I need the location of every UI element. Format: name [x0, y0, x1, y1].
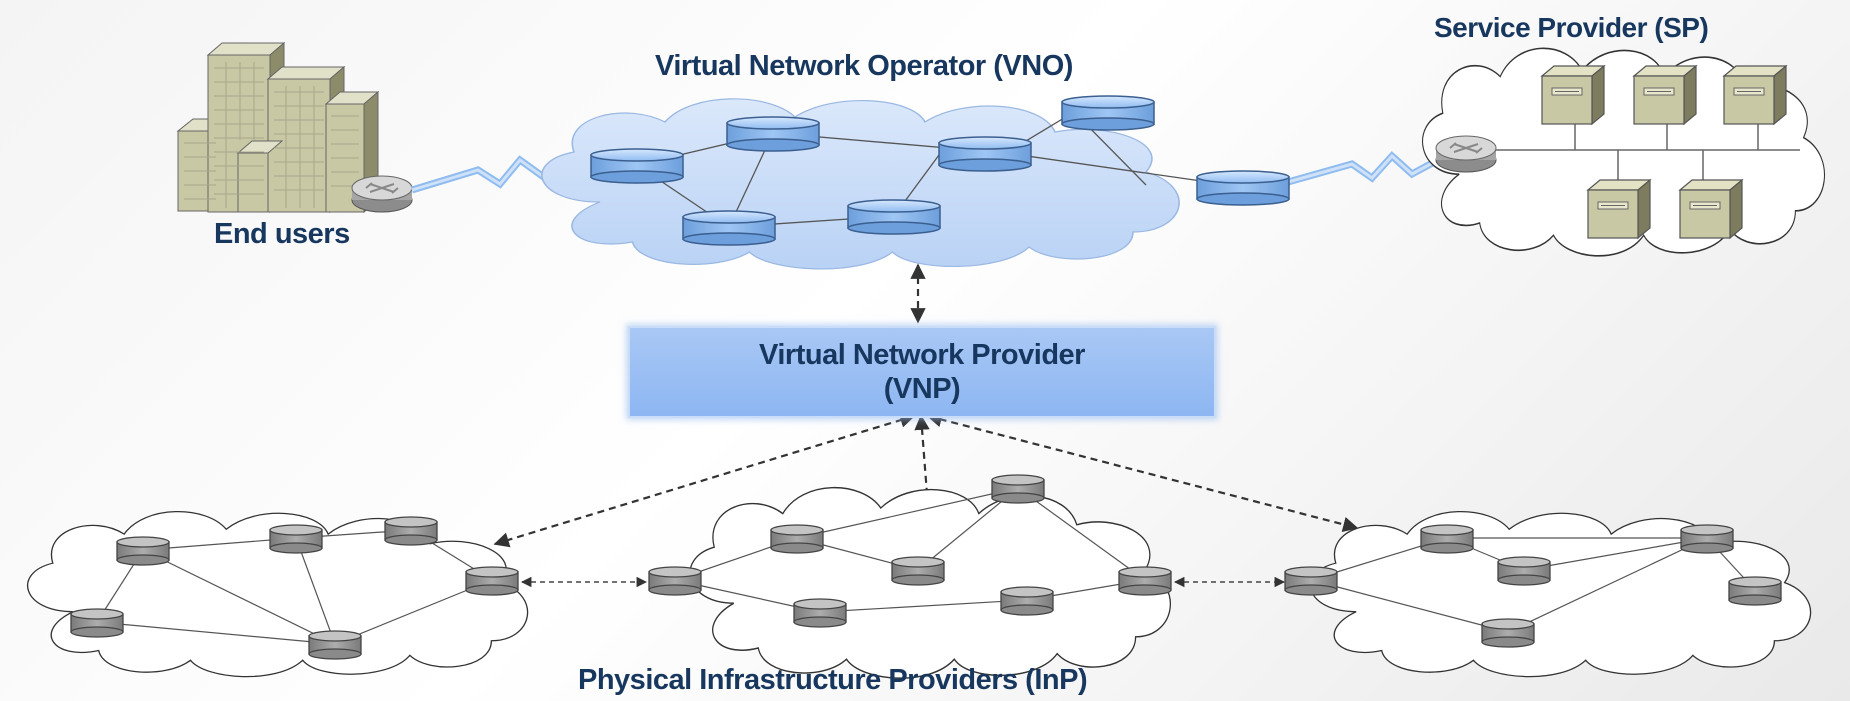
router-icon: [1435, 135, 1497, 173]
database-node-icon: [1284, 566, 1338, 596]
database-node-icon: [1061, 95, 1155, 131]
database-node-icon: [726, 116, 820, 152]
database-node-icon: [590, 148, 684, 184]
database-node-icon: [648, 566, 702, 596]
database-node-icon: [793, 598, 847, 628]
server-icon: [1679, 179, 1743, 239]
database-node-icon: [847, 199, 941, 235]
server-icon: [1723, 65, 1787, 125]
database-node-icon: [938, 136, 1032, 172]
database-node-icon: [770, 524, 824, 554]
sp-lan: [1470, 120, 1800, 182]
server-icon: [1541, 65, 1605, 125]
database-node-icon: [1118, 566, 1172, 596]
end-users-label: End users: [214, 218, 350, 250]
database-node-icon: [1728, 576, 1782, 606]
database-node-icon: [384, 516, 438, 546]
database-node-icon: [465, 566, 519, 596]
router-icon: [351, 175, 413, 213]
building-icon: [176, 41, 380, 214]
wan-link-right: [1287, 151, 1440, 186]
database-node-icon: [1481, 618, 1535, 648]
database-node-icon: [1497, 556, 1551, 586]
database-node-icon: [891, 556, 945, 586]
server-icon: [1633, 65, 1697, 125]
database-node-icon: [1196, 170, 1290, 206]
vnp-label-line1: Virtual Network Provider: [759, 339, 1085, 371]
inp-label: Physical Infrastructure Providers (InP): [578, 664, 1088, 696]
database-node-icon: [1000, 586, 1054, 616]
vnp-label-line2: (VNP): [883, 373, 961, 405]
database-node-icon: [308, 630, 362, 660]
database-node-icon: [1680, 524, 1734, 554]
database-node-icon: [991, 474, 1045, 504]
database-node-icon: [1420, 524, 1474, 554]
database-node-icon: [682, 210, 776, 246]
vno-label: Virtual Network Operator (VNO): [655, 50, 1073, 82]
server-icon: [1587, 179, 1651, 239]
vnp-box: Virtual Network Provider (VNP): [628, 326, 1216, 418]
database-node-icon: [70, 608, 124, 638]
sp-label: Service Provider (SP): [1434, 12, 1709, 43]
database-node-icon: [116, 536, 170, 566]
database-node-icon: [269, 524, 323, 554]
